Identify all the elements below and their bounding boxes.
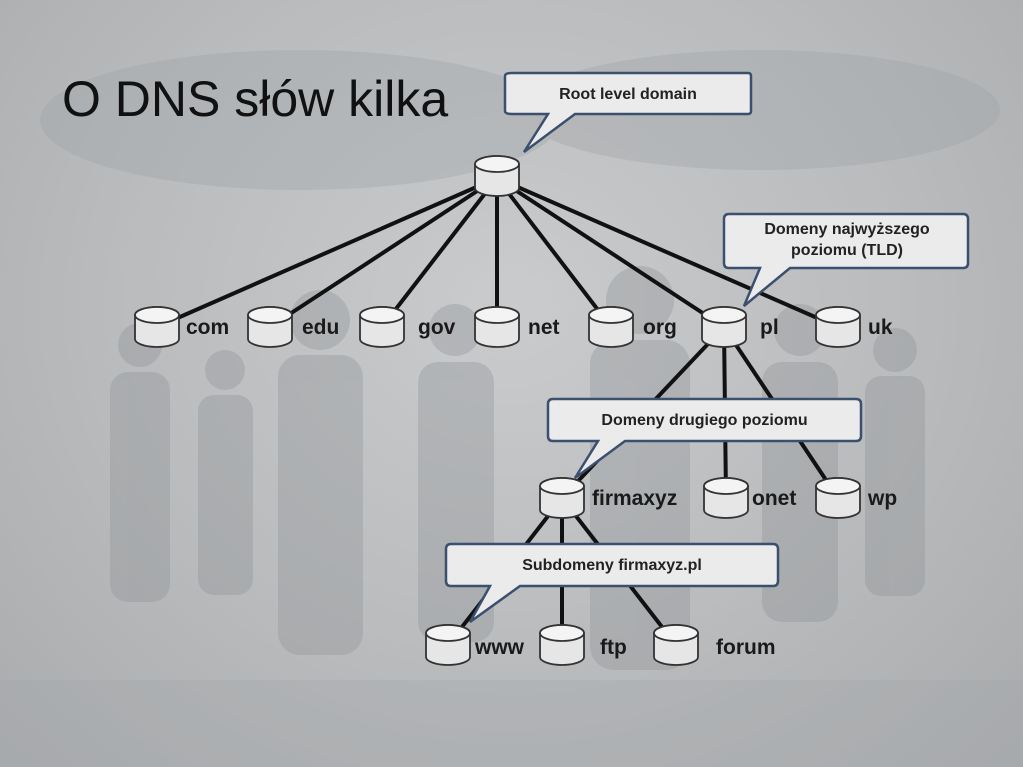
- server-cylinder-ftp: [539, 624, 585, 666]
- callout-sub-text: Subdomeny firmaxyz.pl: [522, 557, 702, 574]
- slide-title: O DNS słów kilka: [62, 71, 449, 127]
- node-label-ftp: ftp: [600, 636, 627, 659]
- edge-root-edu: [268, 176, 499, 329]
- node-label-uk: uk: [868, 316, 893, 339]
- callout-tld-text: Domeny najwyższego poziomu (TLD): [764, 221, 930, 259]
- node-label-www: www: [475, 636, 525, 659]
- server-cylinder-firmaxyz: [539, 477, 585, 519]
- node-label-firmaxyz: firmaxyz: [592, 487, 678, 510]
- node-label-wp: wp: [868, 487, 898, 510]
- node-label-org: org: [643, 316, 677, 339]
- server-cylinder-gov: [359, 306, 405, 348]
- node-label-edu: edu: [302, 316, 340, 339]
- server-cylinder-org: [588, 306, 634, 348]
- callout-sub: [444, 542, 780, 624]
- node-label-pl: pl: [760, 316, 779, 339]
- node-label-net: net: [528, 316, 560, 339]
- callout-second-text: Domeny drugiego poziomu: [601, 412, 808, 429]
- node-label-com: com: [186, 316, 230, 339]
- callout-root: [503, 71, 753, 154]
- callout-tld: [722, 212, 970, 307]
- server-cylinders: [134, 155, 861, 666]
- server-cylinder-wp: [815, 477, 861, 519]
- server-cylinder-www: [425, 624, 471, 666]
- server-cylinder-pl: [701, 306, 747, 348]
- server-cylinder-onet: [703, 477, 749, 519]
- edge-root-org: [495, 176, 613, 329]
- server-cylinder-com: [134, 306, 180, 348]
- server-cylinder-uk: [815, 306, 861, 348]
- server-cylinder-edu: [247, 306, 293, 348]
- server-cylinder-root: [474, 155, 520, 197]
- callout-second: [546, 397, 863, 480]
- server-cylinder-net: [474, 306, 520, 348]
- edge-root-com: [155, 176, 499, 329]
- edge-root-uk: [495, 176, 840, 329]
- node-label-forum: forum: [716, 636, 776, 659]
- server-cylinder-forum: [653, 624, 699, 666]
- edge-root-pl: [495, 176, 726, 329]
- edge-root-gov: [380, 176, 499, 329]
- node-label-onet: onet: [752, 487, 797, 510]
- callout-root-text: Root level domain: [559, 86, 697, 103]
- node-label-gov: gov: [418, 316, 456, 339]
